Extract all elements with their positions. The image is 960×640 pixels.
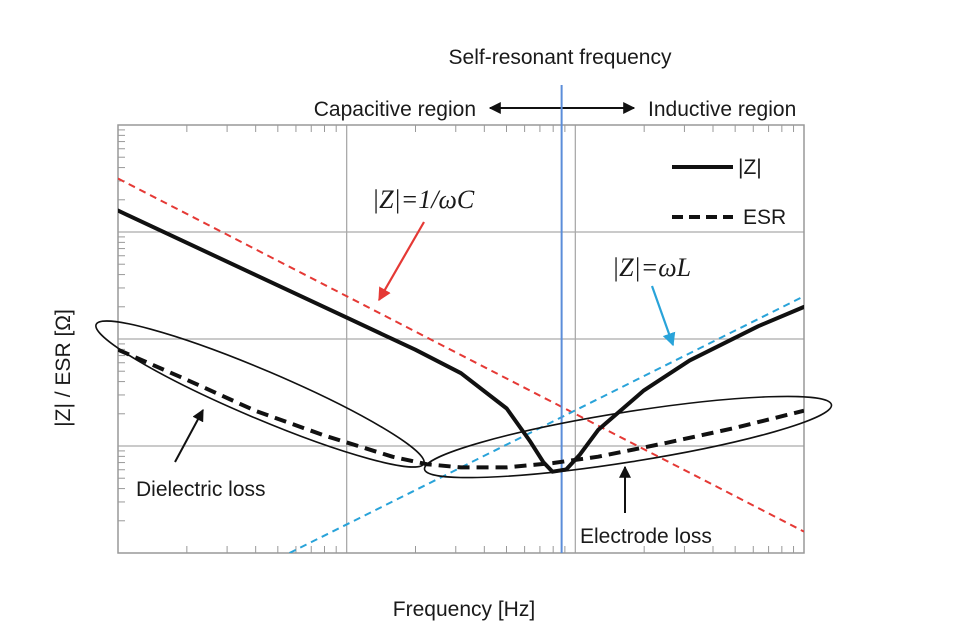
impedance-curve: [118, 208, 804, 474]
capacitive-region-label: Capacitive region: [314, 98, 476, 121]
legend-label-esr: ESR: [743, 206, 786, 229]
chart-title: Self-resonant frequency: [449, 46, 672, 69]
inductive-region-label: Inductive region: [648, 98, 796, 121]
series-layer: [118, 208, 804, 474]
esr-curve: [118, 347, 804, 470]
inductive-asymptote-label: |Z|=ωL: [612, 253, 691, 282]
inductive-asymptote-arrow: [650, 285, 676, 347]
grid-lines: [118, 125, 804, 553]
capacitive-asymptote-line: [118, 177, 804, 533]
capacitive-asymptote-arrow: [378, 221, 425, 302]
y-axis-label: |Z| / ESR [Ω]: [52, 309, 75, 427]
capacitive-asymptote-label: |Z|=1/ωC: [372, 185, 475, 214]
minor-ticks: [118, 125, 795, 553]
dielectric-loss-label: Dielectric loss: [136, 478, 266, 501]
inductive-asymptote-line: [289, 295, 804, 553]
legend-label-z: |Z|: [738, 156, 762, 179]
asymptote-layer: [118, 177, 804, 553]
electrode-loss-label: Electrode loss: [580, 525, 712, 548]
dielectric-loss-arrow: [174, 408, 204, 463]
legend: |Z| ESR: [672, 156, 786, 229]
electrode-loss-ellipse: [423, 395, 833, 479]
plot-frame: [117, 124, 805, 554]
x-axis-label: Frequency [Hz]: [393, 598, 535, 621]
dielectric-loss-ellipse: [95, 320, 425, 468]
